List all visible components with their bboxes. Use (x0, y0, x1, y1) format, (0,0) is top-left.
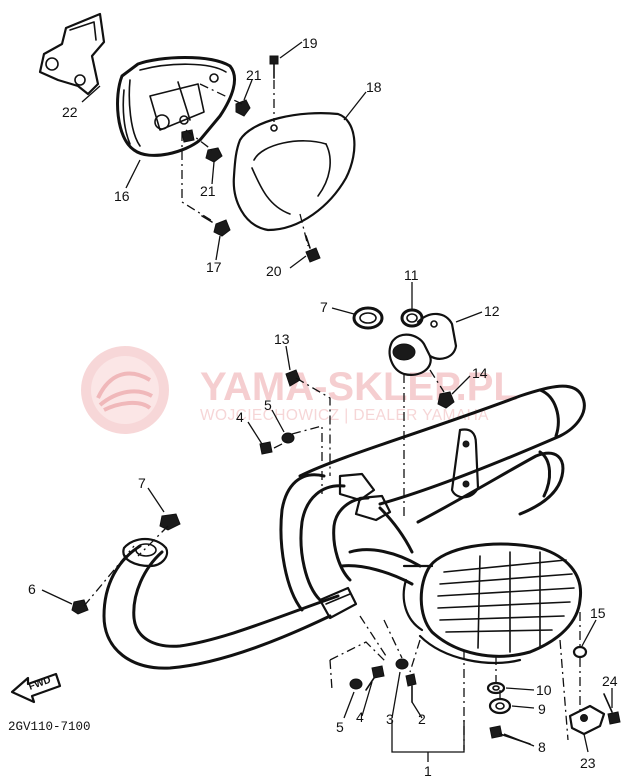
callout-4-upper: 4 (236, 409, 244, 425)
bolt-2 (405, 673, 417, 703)
callout-24: 24 (602, 673, 618, 689)
callout-labels: 22 16 21 21 17 19 18 20 11 12 7 13 14 5 … (28, 35, 618, 779)
callout-16: 16 (114, 188, 130, 204)
callout-22: 22 (62, 104, 78, 120)
callout-7-lower: 7 (138, 475, 146, 491)
callout-17: 17 (206, 259, 222, 275)
callout-18: 18 (366, 79, 382, 95)
callout-13: 13 (274, 331, 290, 347)
grommet-9 (488, 697, 512, 715)
callout-8: 8 (538, 739, 546, 755)
bracket-23 (568, 704, 606, 736)
front-exhaust-pipe (102, 537, 358, 670)
callout-23: 23 (580, 755, 596, 771)
link-pipes (340, 506, 422, 586)
watermark-title: YAMA-SKLEP.PL (200, 365, 518, 409)
nut-21-upper (235, 99, 251, 117)
callout-7-upper: 7 (320, 299, 328, 315)
muffler-upper-tube (298, 384, 586, 506)
callout-19: 19 (302, 35, 318, 51)
silencer-main (402, 542, 583, 665)
muffler-lower-tube (416, 450, 565, 524)
callout-1: 1 (424, 763, 432, 779)
callout-4-lower: 4 (356, 709, 364, 725)
exhaust-pipe-loop (279, 472, 392, 612)
bolt-17 (201, 215, 231, 237)
silencer-box-16 (116, 56, 236, 157)
leader-lines (41, 41, 613, 753)
callout-6: 6 (28, 581, 36, 597)
diagram-code: 2GV110-7100 (8, 720, 91, 734)
callout-5-upper: 5 (264, 397, 272, 413)
callout-12: 12 (484, 303, 500, 319)
callout-5-lower: 5 (336, 719, 344, 735)
nut-14 (437, 391, 455, 409)
callout-15: 15 (590, 605, 606, 621)
washer-5-upper (281, 432, 295, 444)
callout-2: 2 (418, 711, 426, 727)
washer-5-lower (349, 678, 363, 690)
callout-14: 14 (472, 365, 488, 381)
muffler-bracket (450, 428, 480, 499)
nut-6 (71, 599, 89, 615)
washer-15 (572, 645, 588, 659)
callout-3: 3 (386, 711, 394, 727)
fwd-arrow-icon: FWD (10, 672, 62, 704)
callout-11: 11 (404, 267, 419, 283)
bolt-4-lower (365, 665, 385, 691)
cover-18 (232, 112, 356, 232)
joint-12 (388, 312, 458, 376)
bolt-4-upper (259, 441, 273, 455)
watermark-logo-icon (81, 346, 169, 434)
callout-20: 20 (266, 263, 282, 279)
bolt-20 (305, 235, 321, 263)
gasket-7-upper (352, 306, 384, 330)
callout-21-upper: 21 (246, 67, 262, 83)
callout-9: 9 (538, 701, 546, 717)
gasket-7-lower (159, 513, 181, 531)
nut-21-lower (205, 147, 223, 163)
collar-10 (486, 681, 506, 695)
bolt-24 (603, 693, 621, 725)
callout-21-lower: 21 (200, 183, 216, 199)
washer-3 (395, 658, 409, 670)
callout-10: 10 (536, 682, 552, 698)
gasket-11 (400, 308, 424, 328)
bracket-22 (38, 12, 106, 96)
bolt-19 (269, 55, 279, 79)
